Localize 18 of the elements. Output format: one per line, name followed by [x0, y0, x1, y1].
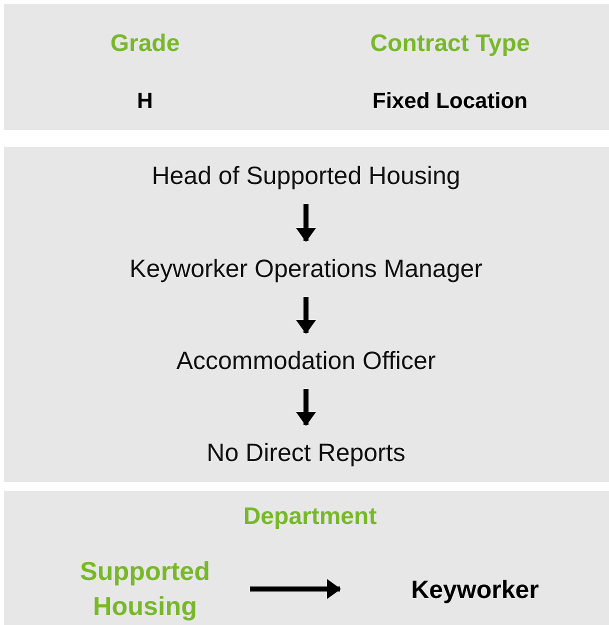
team-name: Keyworker	[411, 576, 539, 604]
arrow	[250, 579, 341, 599]
role-title: Accommodation Officer	[176, 346, 436, 376]
role-title: Head of Supported Housing	[152, 162, 460, 190]
panel-background	[4, 4, 609, 130]
panel-background	[4, 147, 609, 482]
role-title: No Direct Reports	[206, 438, 406, 468]
department-name: Supported Housing	[79, 555, 211, 623]
field-value: Fixed Location	[372, 88, 528, 114]
panel-background	[4, 491, 609, 625]
arrow	[296, 297, 316, 334]
field-heading: Grade	[110, 30, 180, 58]
field-heading: Contract Type	[370, 30, 530, 58]
field-heading: Department	[243, 503, 377, 531]
role-title: Keyworker Operations Manager	[130, 254, 482, 284]
arrow	[296, 204, 316, 242]
field-value: H	[137, 88, 153, 114]
arrow	[296, 389, 316, 426]
